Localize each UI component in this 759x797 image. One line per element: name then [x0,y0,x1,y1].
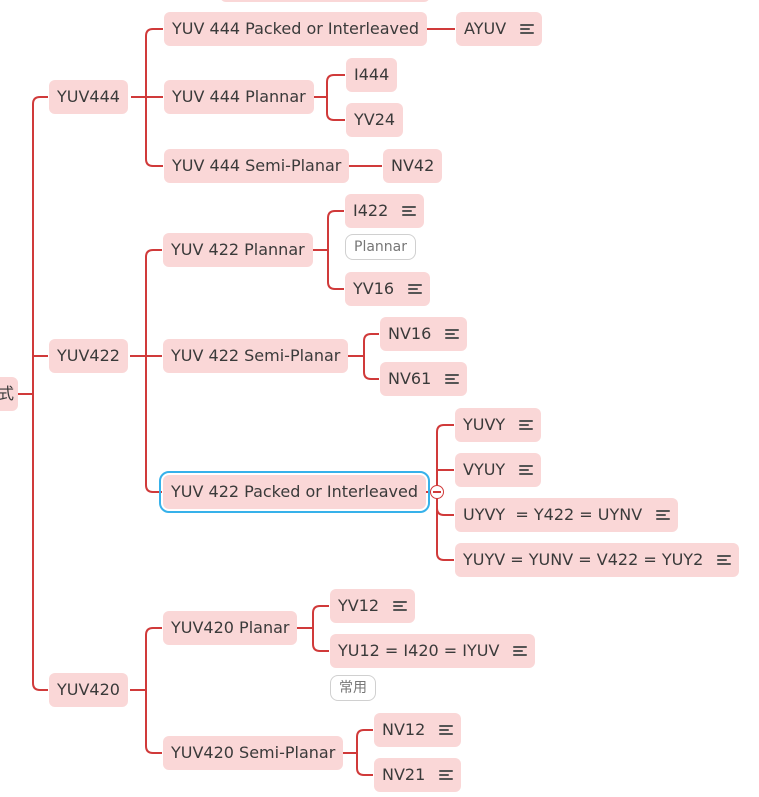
node-yuv420-planar[interactable]: YUV420 Planar [163,611,298,645]
node-label: YUV420 [57,680,120,699]
label-tag-plannar[interactable]: Plannar [345,234,416,260]
node-yuv422-planar[interactable]: YUV 422 Plannar [163,233,313,267]
node-label: AYUV [464,19,507,38]
node-label: YUV420 Semi-Planar [171,743,336,762]
node-vyuy[interactable]: VYUY [455,453,542,487]
node-label: YUV444 [57,87,120,106]
node-yuv422-packed[interactable]: YUV 422 Packed or Interleaved [158,471,431,513]
node-label: I422 [353,201,389,220]
node-yuv444-semiplanar[interactable]: YUV 444 Semi-Planar [164,149,350,183]
node-nv61[interactable]: NV61 [380,362,468,396]
node-label: YUV 444 Semi-Planar [172,156,342,175]
node-label: NV42 [391,156,435,175]
node-i444[interactable]: I444 [346,58,398,92]
node-label: YU12 = I420 = IYUV [338,641,500,660]
node-label: UYVY = Y422 = UYNV [463,505,643,524]
label-tag-common[interactable]: 常用 [330,675,376,701]
note-lines-icon[interactable] [520,23,535,35]
node-label: YUV 422 Semi-Planar [171,346,341,365]
node-label: YUV 422 Plannar [171,240,305,259]
node-label: YUV 444 Plannar [172,87,306,106]
note-lines-icon[interactable] [439,724,454,736]
node-uyvy[interactable]: UYVY = Y422 = UYNV [455,498,679,532]
offscreen-node-edge [220,0,430,2]
collapse-minus-icon[interactable] [430,485,444,499]
node-label: YV12 [338,596,380,615]
note-lines-icon[interactable] [408,283,423,295]
node-yv12[interactable]: YV12 [330,589,416,623]
node-label: YV16 [353,279,395,298]
node-yuv444-packed[interactable]: YUV 444 Packed or Interleaved [164,12,428,46]
note-lines-icon[interactable] [519,419,534,431]
node-yu12[interactable]: YU12 = I420 = IYUV [330,634,536,668]
node-label: I444 [354,65,390,84]
node-nv21[interactable]: NV21 [374,758,462,792]
note-lines-icon[interactable] [445,373,460,385]
node-label: YUVY [463,415,506,434]
node-yuyv[interactable]: YUYV = YUNV = V422 = YUY2 [455,543,740,577]
node-label: VYUY [463,460,506,479]
node-yuv422-semiplanar[interactable]: YUV 422 Semi-Planar [163,339,349,373]
node-label: NV12 [382,720,426,739]
node-label: NV16 [388,324,432,343]
note-lines-icon[interactable] [717,554,732,566]
node-yv16[interactable]: YV16 [345,272,431,306]
node-yuv420-semiplanar[interactable]: YUV420 Semi-Planar [163,736,344,770]
note-lines-icon[interactable] [445,328,460,340]
node-nv12[interactable]: NV12 [374,713,462,747]
node-label: YUV 422 Packed or Interleaved [171,482,419,501]
node-yuv444-planar[interactable]: YUV 444 Plannar [164,80,314,114]
node-label: YUYV = YUNV = V422 = YUY2 [463,550,704,569]
node-label: NV61 [388,369,432,388]
note-lines-icon[interactable] [402,205,417,217]
note-lines-icon[interactable] [439,769,454,781]
node-nv42[interactable]: NV42 [383,149,443,183]
note-lines-icon[interactable] [656,509,671,521]
node-i422[interactable]: I422 [345,194,425,228]
node-label: YV24 [354,110,396,129]
node-ayuv[interactable]: AYUV [456,12,543,46]
node-yv24[interactable]: YV24 [346,103,404,137]
node-label: NV21 [382,765,426,784]
node-label: YUV420 Planar [171,618,290,637]
node-label: YUV422 [57,346,120,365]
node-nv16[interactable]: NV16 [380,317,468,351]
node-label: YUV 444 Packed or Interleaved [172,19,420,38]
root-node-label: 式 [0,384,15,403]
node-yuv422[interactable]: YUV422 [49,339,128,373]
note-lines-icon[interactable] [393,600,408,612]
note-lines-icon[interactable] [519,464,534,476]
note-lines-icon[interactable] [513,645,528,657]
node-yuv420[interactable]: YUV420 [49,673,128,707]
node-yuvy[interactable]: YUVY [455,408,542,442]
node-yuv444[interactable]: YUV444 [49,80,128,114]
root-node[interactable]: 式 [0,377,18,411]
